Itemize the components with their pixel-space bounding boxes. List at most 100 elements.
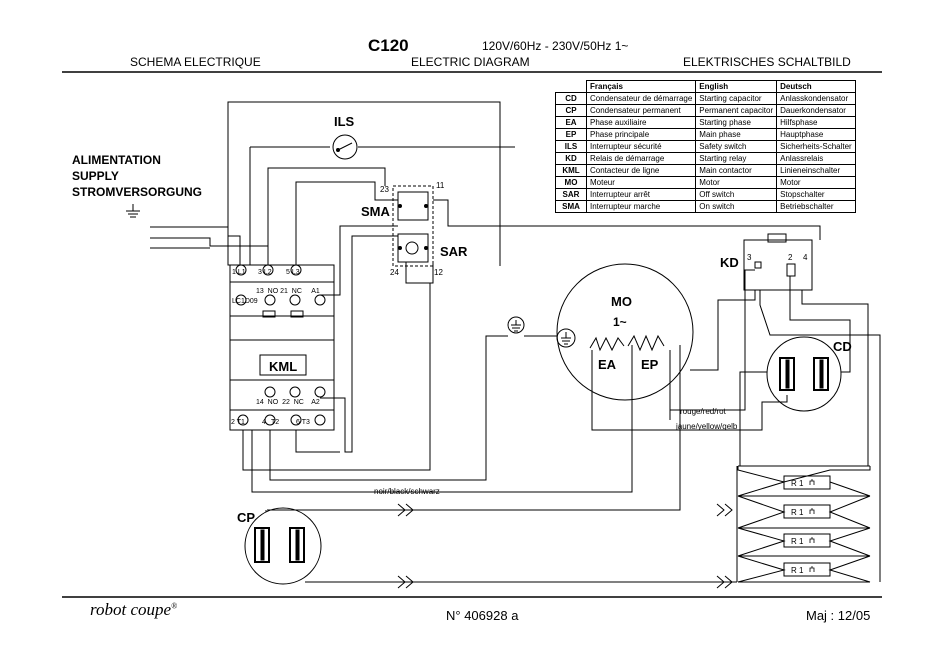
ep-label: EP [641,357,659,372]
supply-label-fr: ALIMENTATION [72,153,161,167]
legend-code: EP [555,128,587,141]
resistor-labels: R 1 R 1 R 1 R 1 [791,479,804,575]
kml-terminal-l1: 1 L1 [232,269,246,276]
legend-en: On switch [695,200,778,213]
kd-terminal-2: 2 [788,253,793,262]
resistor-ladder [737,465,871,583]
sar-label: SAR [440,244,468,259]
kml-terminal-t1: 2 T1 [231,419,245,426]
resistor-symbols [809,479,815,572]
legend-en: Main phase [695,128,778,141]
switch-terminal-23: 23 [380,185,389,194]
legend-fr: Interrupteur sécurité [585,140,697,153]
voltage-label: 120V/60Hz - 230V/50Hz 1~ [482,39,628,53]
legend-de: Stopschalter [776,188,856,201]
cd-capacitor [766,336,842,412]
legend-de: Motor [776,176,856,189]
legend-de: Hauptphase [776,128,856,141]
motor-ground-icon [561,332,571,345]
supply-label-de: STROMVERSORGUNG [72,185,202,199]
wiring [227,101,881,583]
legend-fr: Phase principale [585,128,697,141]
kml-contactor [229,264,335,431]
legend-fr: Moteur [585,176,697,189]
ground-icon [126,204,140,218]
legend-en: Motor [695,176,778,189]
resistor-label-4: R 1 [791,566,804,575]
ils-label: ILS [334,114,355,129]
wire-label-yellow: jaune/yellow/gelb [675,422,738,431]
title-fr: SCHEMA ELECTRIQUE [130,55,261,69]
wire-label-black: noir/black/schwarz [374,487,440,496]
legend-de: Linieneinschalter [776,164,856,177]
kd-label: KD [720,255,739,270]
brand-logo: robot coupe® [90,600,177,620]
brand-trademark: ® [171,601,178,611]
legend-de: Betriebschalter [776,200,856,213]
wire-labels: rouge/red/rot jaune/yellow/gelb noir/bla… [374,407,738,496]
sma-label: SMA [361,204,391,219]
switch-terminal-24: 24 [390,268,399,277]
legend-header-de: Deutsch [776,80,856,93]
legend-header-en: English [695,80,778,93]
legend-header-blank [555,80,587,93]
legend-en: Permanent capacitor [695,104,778,117]
legend-header-fr: Français [585,80,697,93]
legend-fr: Phase auxiliaire [585,116,697,129]
kd-terminal-4: 4 [803,253,808,262]
kml-top-row-labels: 13 NO 21 NC A1 [256,288,320,295]
kml-bottom-row-labels: 14 NO 22 NC A2 [256,399,320,406]
legend-de: Hilfsphase [776,116,856,129]
revision: Maj : 12/05 [806,608,870,623]
legend-fr: Relais de démarrage [585,152,697,165]
motor [556,263,694,401]
legend-fr: Condensateur de démarrage [585,92,697,105]
legend-code: CP [555,104,587,117]
legend-fr: Condensateur permanent [585,104,697,117]
legend-code: SAR [555,188,587,201]
connector-arrows [397,503,733,589]
legend-code: KD [555,152,587,165]
legend-en: Safety switch [695,140,778,153]
legend-code: KML [555,164,587,177]
mo-phase-label: 1~ [613,315,627,329]
resistor-label-1: R 1 [791,479,804,488]
cp-capacitor [244,507,322,585]
legend-code: SMA [555,200,587,213]
switch-terminal-12: 12 [434,268,443,277]
legend-code: MO [555,176,587,189]
kml-terminal-t3: 6 T3 [296,419,310,426]
resistor-label-3: R 1 [791,537,804,546]
legend-de: Anlassrelais [776,152,856,165]
legend-en: Off switch [695,188,778,201]
kml-terminal-t2: T2 [271,419,279,426]
doc-number: N° 406928 a [446,608,519,623]
legend-en: Starting relay [695,152,778,165]
legend-fr: Contacteur de ligne [585,164,697,177]
switch-terminal-11: 11 [436,181,445,190]
legend-fr: Interrupteur arrêt [585,188,697,201]
kml-terminal-4: 4 [262,419,266,426]
kml-model: LC1D09 [232,298,258,305]
resistor-label-2: R 1 [791,508,804,517]
title-en: ELECTRIC DIAGRAM [411,55,530,69]
legend-fr: Interrupteur marche [585,200,697,213]
cp-label: CP [237,510,255,525]
legend-code: EA [555,116,587,129]
kml-terminal-l2: 3 L2 [258,269,272,276]
title-de: ELEKTRISCHES SCHALTBILD [683,55,851,69]
model-title: C120 [368,36,409,55]
legend-en: Starting capacitor [695,92,778,105]
frame-ground-icon [507,316,525,334]
wire-label-red: rouge/red/rot [680,407,727,416]
